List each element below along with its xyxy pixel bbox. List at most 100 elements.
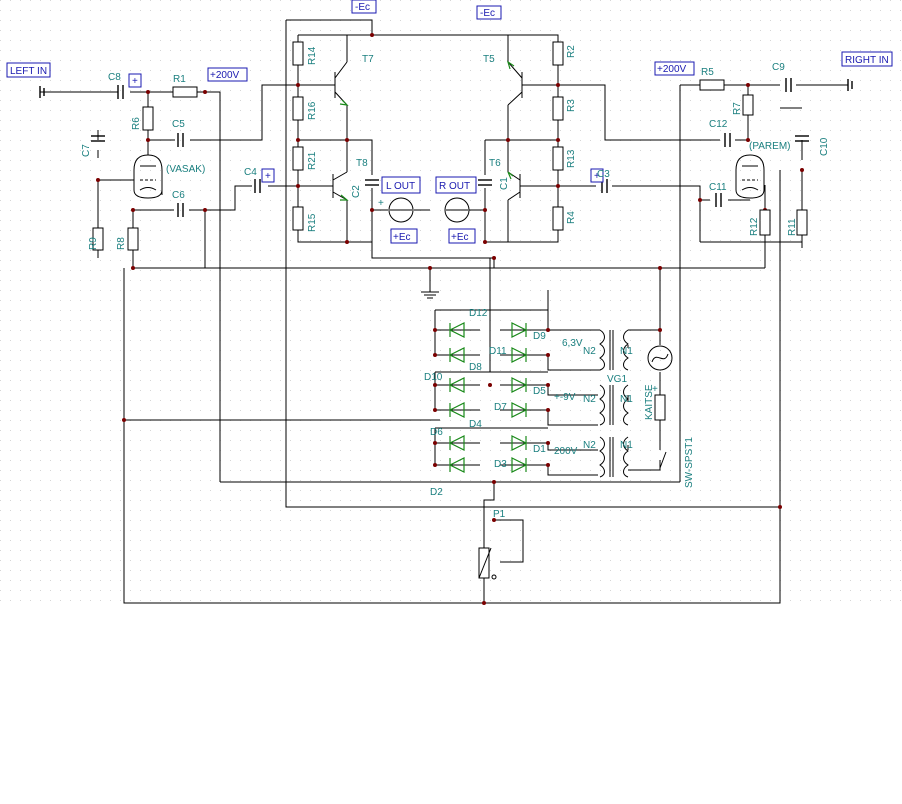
potentiometer-p1 xyxy=(478,547,490,579)
fuse-kaitse xyxy=(654,394,666,421)
label-sw-spst1: SW-SPST1 xyxy=(684,437,695,488)
capacitors xyxy=(91,78,809,217)
label-r5: R5 xyxy=(701,67,714,78)
label-t8: T8 xyxy=(356,158,368,169)
diodes xyxy=(448,322,528,473)
label-c4: C4 xyxy=(244,167,257,178)
resistor-r1 xyxy=(172,86,198,98)
label-200v-right: +200V xyxy=(657,64,687,75)
label-c2: C2 xyxy=(351,185,362,198)
transformer-2 xyxy=(599,384,629,426)
label-c3: C3 xyxy=(597,169,610,180)
diode-d8 xyxy=(448,347,465,363)
input-jacks xyxy=(39,79,853,98)
resistor-r6 xyxy=(142,106,154,131)
diode-d11 xyxy=(511,347,528,363)
label-t7: T7 xyxy=(362,54,374,65)
ac-source xyxy=(647,345,673,371)
transistors xyxy=(332,60,523,201)
capacitor-c1 xyxy=(478,179,492,186)
diode-d6 xyxy=(448,435,465,451)
label-d9: D9 xyxy=(533,331,546,342)
resistor-r5 xyxy=(699,79,725,91)
capacitor-c9 xyxy=(785,78,792,92)
diode-d3 xyxy=(511,457,528,473)
label-c11: C11 xyxy=(709,182,727,193)
resistor-r12 xyxy=(759,209,771,236)
label-minus-ec-1: -Ec xyxy=(355,2,370,13)
plus-mark-c3: + xyxy=(594,171,600,182)
resistor-r11 xyxy=(796,209,808,236)
vacuum-tubes xyxy=(133,154,765,199)
capacitor-c12 xyxy=(724,133,731,147)
capacitor-c8 xyxy=(117,85,124,99)
label-c10: C10 xyxy=(819,137,830,156)
resistor-r21 xyxy=(292,146,304,171)
label-n1-3: N1 xyxy=(620,440,633,451)
label-r6: R6 xyxy=(131,117,142,130)
plus-mark-fuse: + xyxy=(652,384,658,395)
label-d7: D7 xyxy=(494,402,507,413)
capacitor-c11 xyxy=(715,193,722,207)
diode-d10 xyxy=(448,377,465,393)
label-r9: R9 xyxy=(88,237,99,250)
resistor-r2 xyxy=(552,41,564,66)
label-200v: 200V xyxy=(554,446,578,457)
label-n1-1: N1 xyxy=(620,346,633,357)
label-200v-left: +200V xyxy=(210,70,240,81)
pot-terminal xyxy=(491,574,497,580)
label-p1: P1 xyxy=(493,509,506,520)
plus-mark-lout: + xyxy=(378,198,384,209)
jack-right-in xyxy=(847,79,853,91)
grid-background xyxy=(0,0,902,605)
capacitor-c6 xyxy=(177,203,184,217)
label-c8: C8 xyxy=(108,72,121,83)
meter-l-out xyxy=(388,197,414,223)
label-r16: R16 xyxy=(307,101,318,120)
diode-d7 xyxy=(511,402,528,418)
label-d12: D12 xyxy=(469,308,488,319)
jack-left-in xyxy=(39,86,45,98)
label-l-out: L OUT xyxy=(386,181,415,192)
resistors xyxy=(92,41,808,579)
tube-left xyxy=(133,154,163,199)
component-labels: C8 R1 C5 C6 C4 (VASAK) (PAREM) R5 C9 C12… xyxy=(108,54,790,520)
label-plus-ec-1: +Ec xyxy=(393,232,411,243)
label-right-in: RIGHT IN xyxy=(845,55,889,66)
label-r12: R12 xyxy=(749,217,760,236)
capacitor-c4 xyxy=(254,179,261,193)
resistor-r14 xyxy=(292,41,304,66)
vertical-labels: R14 R16 R21 R15 C2 C1 R2 R3 R13 R4 R6 C7… xyxy=(81,45,830,488)
diode-d2 xyxy=(448,457,465,473)
ground-symbol xyxy=(421,291,439,299)
label-plus-ec-2: +Ec xyxy=(451,232,469,243)
transformers xyxy=(599,329,629,478)
label-tube-left: (VASAK) xyxy=(166,164,205,175)
resistor-r9 xyxy=(92,227,104,251)
transistor-t6 xyxy=(507,171,521,201)
label-left-in: LEFT IN xyxy=(10,66,47,77)
resistor-r16 xyxy=(292,96,304,121)
label-minus-ec-2: -Ec xyxy=(480,8,495,19)
label-d11: D11 xyxy=(489,346,507,357)
label-vg1: VG1 xyxy=(607,374,627,385)
label-r7: R7 xyxy=(732,102,743,115)
plus-mark-c4: + xyxy=(265,171,271,182)
label-c5: C5 xyxy=(172,119,185,130)
label-c1: C1 xyxy=(499,177,510,190)
transformer-3 xyxy=(599,436,629,478)
label-r1: R1 xyxy=(173,74,186,85)
label-t6: T6 xyxy=(489,158,501,169)
label-n2-2: N2 xyxy=(583,394,596,405)
capacitor-c10 xyxy=(795,135,809,142)
resistor-r15 xyxy=(292,206,304,231)
label-r3: R3 xyxy=(566,99,577,112)
label-c6: C6 xyxy=(172,190,185,201)
label-tube-right: (PAREM) xyxy=(749,141,790,152)
resistor-r7 xyxy=(742,94,754,116)
label-r13: R13 xyxy=(566,149,577,168)
meter-r-out xyxy=(444,197,470,223)
junction-dots xyxy=(96,33,804,605)
diode-d9 xyxy=(511,322,528,338)
